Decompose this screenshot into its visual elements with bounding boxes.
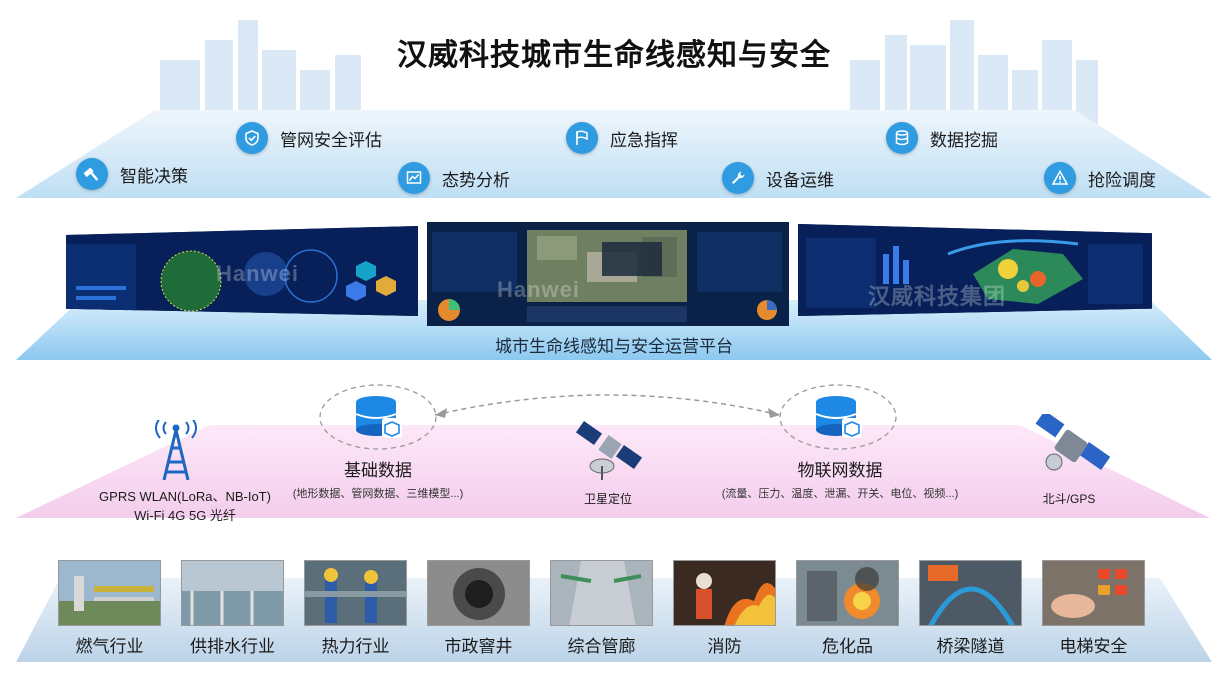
industry-label: 供排水行业: [190, 637, 275, 656]
page-title: 汉威科技城市生命线感知与安全: [397, 39, 831, 72]
feature-emergency-command[interactable]: 应急指挥: [566, 122, 678, 154]
industry-photo: [919, 560, 1022, 626]
industry-label: 市政窨井: [444, 637, 513, 656]
dashboard-screen-right[interactable]: 汉威科技集团: [798, 224, 1152, 316]
industry-label: 桥梁隧道: [936, 637, 1005, 656]
flag-icon: [566, 122, 598, 154]
industry-photo: [427, 560, 530, 626]
feature-pipe-assessment[interactable]: 管网安全评估: [236, 122, 382, 154]
industry-photo: [673, 560, 776, 626]
dashboard-visual: [798, 224, 1152, 316]
platform-label: 城市生命线感知与安全运营平台: [495, 337, 733, 356]
beidou-title: 北斗/GPS: [1042, 492, 1096, 506]
arrow-left-icon: [435, 408, 447, 418]
feature-label: 态势分析: [442, 170, 510, 190]
feature-device-maintenance[interactable]: 设备运维: [722, 162, 834, 194]
base-data-title: 基础数据: [344, 461, 412, 480]
feature-label: 数据挖掘: [930, 130, 998, 150]
industry-label: 电梯安全: [1059, 637, 1128, 656]
warning-icon: [1044, 162, 1076, 194]
industry-label: 消防: [707, 637, 742, 656]
comm-line-2: Wi-Fi 4G 5G 光纤: [134, 508, 236, 523]
comm-line-1: GPRS WLAN(LoRa、NB-IoT): [99, 489, 271, 504]
feature-label: 应急指挥: [610, 130, 678, 150]
iot-data-label: 物联网数据 (流量、压力、温度、泄漏、开关、电位、视频...): [690, 456, 990, 501]
industry-photo: [796, 560, 899, 626]
chart-icon: [398, 162, 430, 194]
cell-tower-icon: [155, 420, 197, 481]
platform-band: [16, 300, 1212, 360]
satellite-label: 卫星定位: [548, 490, 668, 507]
database-cube-icon: [355, 396, 402, 438]
industry-bridge-tunnel[interactable]: 桥梁隧道: [919, 560, 1022, 657]
comm-label: GPRS WLAN(LoRa、NB-IoT) Wi-Fi 4G 5G 光纤: [70, 486, 300, 524]
beidou-label: 北斗/GPS: [1014, 490, 1124, 507]
satellite-dish-icon: [575, 420, 643, 480]
feature-smart-decision[interactable]: 智能决策: [76, 158, 188, 190]
base-data-ring: [319, 384, 437, 450]
iot-data-sub: (流量、压力、温度、泄漏、开关、电位、视频...): [721, 488, 959, 500]
shield-icon: [236, 122, 268, 154]
industry-photo: [304, 560, 407, 626]
dashboard-visual: [66, 226, 418, 316]
industry-hazardous-chemicals[interactable]: 危化品: [796, 560, 899, 657]
industry-label: 危化品: [822, 637, 873, 656]
network-band: [16, 425, 1210, 518]
arrow-right-icon: [768, 408, 780, 418]
industry-label: 燃气行业: [75, 637, 144, 656]
industry-utility-tunnel[interactable]: 综合管廊: [550, 560, 653, 657]
industry-label: 热力行业: [321, 637, 390, 656]
industry-photo: [181, 560, 284, 626]
industry-gas[interactable]: 燃气行业: [58, 560, 161, 657]
dashboard-visual: [427, 222, 789, 326]
iot-data-ring: [779, 384, 897, 450]
database-cube-icon: [815, 396, 862, 438]
industry-firefighting[interactable]: 消防: [673, 560, 776, 657]
iot-data-title: 物联网数据: [797, 461, 883, 480]
wrench-icon: [722, 162, 754, 194]
industry-water[interactable]: 供排水行业: [181, 560, 284, 657]
industry-photo: [1042, 560, 1145, 626]
feature-rescue-dispatch[interactable]: 抢险调度: [1044, 162, 1156, 194]
satellite-title: 卫星定位: [583, 492, 632, 506]
industry-photo: [58, 560, 161, 626]
industry-heat[interactable]: 热力行业: [304, 560, 407, 657]
dashboard-screen-left[interactable]: Hanwei: [66, 226, 418, 316]
industry-label: 综合管廊: [567, 637, 636, 656]
industry-manhole[interactable]: 市政窨井: [427, 560, 530, 657]
feature-label: 智能决策: [120, 166, 188, 186]
beidou-satellite-icon: [1035, 414, 1111, 471]
database-icon: [886, 122, 918, 154]
feature-label: 抢险调度: [1088, 170, 1156, 190]
feature-data-mining[interactable]: 数据挖掘: [886, 122, 998, 154]
base-data-label: 基础数据 (地形数据、管网数据、三维模型...): [258, 456, 498, 501]
data-link-arc: [434, 394, 781, 416]
industry-photo: [550, 560, 653, 626]
feature-label: 管网安全评估: [280, 130, 382, 150]
feature-label: 设备运维: [766, 170, 834, 190]
base-data-sub: (地形数据、管网数据、三维模型...): [292, 488, 464, 500]
industry-elevator-safety[interactable]: 电梯安全: [1042, 560, 1145, 657]
feature-situation-analysis[interactable]: 态势分析: [398, 162, 510, 194]
dashboard-screen-center[interactable]: Hanwei: [427, 222, 789, 326]
hammer-icon: [76, 158, 108, 190]
